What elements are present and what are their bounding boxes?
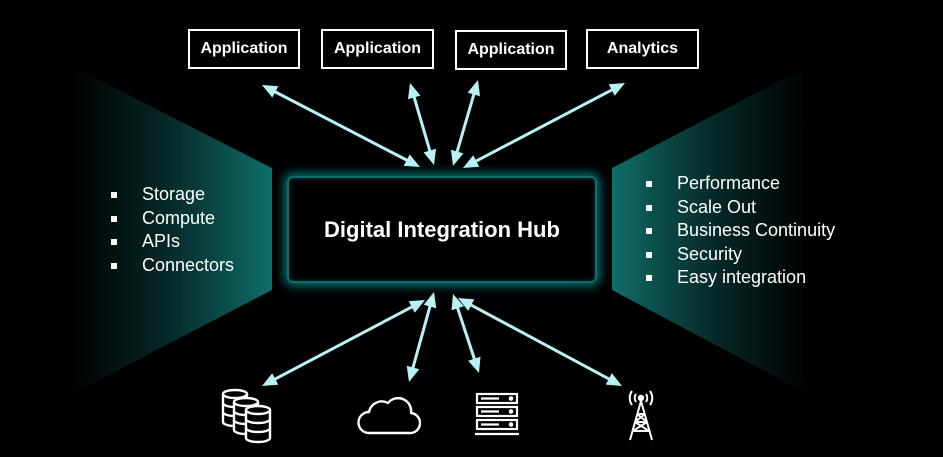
right-feature-item: Security [646,243,835,267]
right-feature-list: Performance Scale Out Business Continuit… [646,172,835,290]
left-feature-item: Storage [111,183,234,207]
analytics-box[interactable]: Analytics [586,29,699,69]
arrow-to-database [262,300,425,386]
analytics-box-label: Analytics [606,40,679,57]
left-feature-item: APIs [111,230,234,254]
application-box-2-label: Application [333,40,422,57]
digital-integration-hub[interactable]: Digital Integration Hub [287,176,597,283]
application-box-3-label: Application [467,41,555,58]
right-teal-panel [612,65,810,395]
arrow-to-application-3 [450,80,481,166]
arrow-to-application-1 [262,85,420,167]
left-feature-list: Storage Compute APIs Connectors [111,183,234,277]
arrow-to-application-2 [407,83,437,165]
arrow-to-analytics [463,83,625,168]
right-feature-item: Business Continuity [646,219,835,243]
right-feature-item: Easy integration [646,266,835,290]
application-box-1-label: Application [200,40,288,57]
cloud-icon [357,396,421,435]
arrow-to-tower [458,298,622,386]
right-feature-item: Scale Out [646,196,835,220]
hub-title: Digital Integration Hub [324,216,560,242]
right-feature-item: Performance [646,172,835,196]
left-feature-item: Compute [111,207,234,231]
application-box-3[interactable]: Application [455,30,567,70]
arrow-to-cloud [406,292,437,382]
server-rack-icon [475,392,519,436]
application-box-1[interactable]: Application [188,29,300,69]
arrow-to-server [451,294,481,373]
radio-tower-icon [628,390,654,441]
application-box-2[interactable]: Application [321,29,434,69]
left-teal-panel [70,65,272,395]
left-feature-item: Connectors [111,254,234,278]
database-icon [221,388,272,444]
